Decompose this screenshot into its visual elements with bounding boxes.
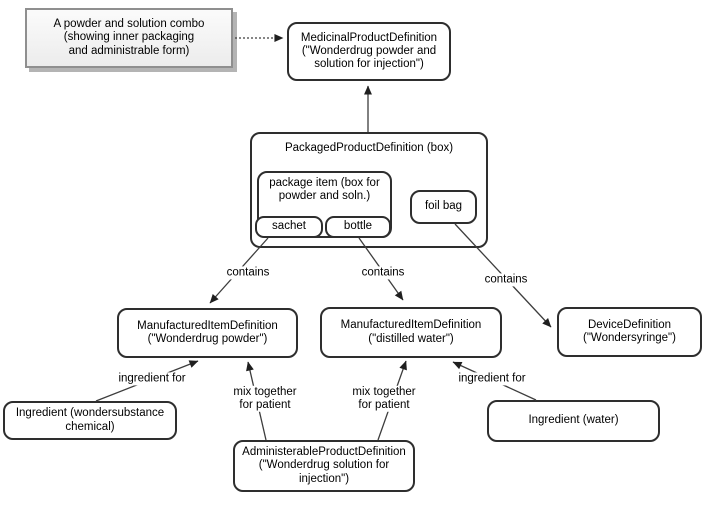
node-foil-bag: foil bag	[410, 190, 477, 224]
node-device-definition: DeviceDefinition ("Wondersyringe")	[557, 307, 702, 357]
node-administerable-product-definition-label: AdministerableProductDefinition ("Wonder…	[242, 446, 406, 485]
node-manufactured-item-water: ManufacturedItemDefinition ("distilled w…	[320, 307, 502, 358]
edge-label-mix-together-left: mix together for patient	[231, 385, 299, 413]
node-medicinal-product-definition-label: MedicinalProductDefinition ("Wonderdrug …	[300, 31, 438, 71]
edge-label-mix-together-right: mix together for patient	[350, 385, 418, 413]
node-medicinal-product-definition: MedicinalProductDefinition ("Wonderdrug …	[287, 22, 451, 81]
node-manufactured-item-powder: ManufacturedItemDefinition ("Wonderdrug …	[117, 308, 298, 358]
node-ingredient-water-label: Ingredient (water)	[528, 414, 619, 427]
edge-label-contains-1: contains	[224, 266, 272, 280]
node-device-definition-label: DeviceDefinition ("Wondersyringe")	[583, 318, 676, 344]
edge-label-contains-3: contains	[482, 273, 530, 287]
node-manufactured-item-water-label: ManufacturedItemDefinition ("distilled w…	[340, 319, 482, 345]
node-ingredient-chemical-label: Ingredient (wondersubstance chemical)	[15, 407, 165, 433]
node-package-item-label: package item (box for powder and soln.)	[269, 177, 380, 203]
node-administerable-product-definition: AdministerableProductDefinition ("Wonder…	[233, 440, 415, 492]
edge-label-ingredient-for-left: ingredient for	[116, 372, 188, 386]
edge-label-contains-2: contains	[359, 266, 407, 280]
node-foil-bag-label: foil bag	[424, 200, 463, 213]
note-text: A powder and solution combo (showing inn…	[53, 18, 205, 57]
note-box: A powder and solution combo (showing inn…	[25, 8, 233, 68]
node-bottle-label: bottle	[343, 220, 373, 233]
node-manufactured-item-powder-label: ManufacturedItemDefinition ("Wonderdrug …	[137, 319, 278, 345]
node-sachet-label: sachet	[272, 220, 306, 233]
edge-label-ingredient-for-right: ingredient for	[456, 372, 528, 386]
node-sachet: sachet	[255, 216, 323, 238]
node-packaged-product-definition-label: PackagedProductDefinition (box)	[284, 142, 454, 154]
node-ingredient-water: Ingredient (water)	[487, 400, 660, 442]
node-bottle: bottle	[325, 216, 391, 238]
node-ingredient-chemical: Ingredient (wondersubstance chemical)	[3, 401, 177, 440]
